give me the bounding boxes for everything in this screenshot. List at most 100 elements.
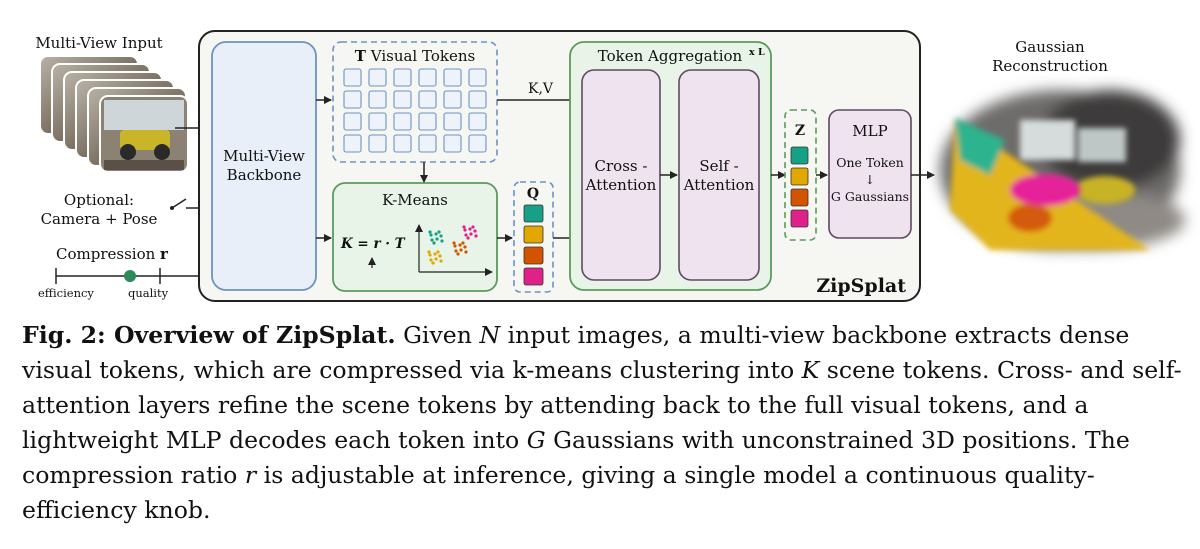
cluster-point — [454, 249, 458, 253]
visual-token — [418, 134, 437, 153]
mlp-box[interactable] — [828, 109, 912, 239]
visual-token-grid — [343, 68, 487, 153]
xl-label: x L — [749, 47, 765, 58]
visual-token — [343, 90, 362, 109]
mlp-one-token: One Token — [836, 155, 904, 170]
kmeans-formula: K = r · T — [340, 236, 406, 252]
backbone-label-1: Multi-View — [223, 147, 305, 165]
cluster-point — [468, 227, 472, 231]
caption-var-k: K — [801, 356, 820, 384]
optional-label: Optional: — [64, 191, 134, 209]
cluster-point — [464, 250, 468, 254]
cluster-point — [429, 258, 433, 262]
cluster-point — [471, 225, 475, 229]
input-label: Multi-View Input — [35, 34, 162, 52]
cluster-point — [461, 241, 465, 245]
q-token — [523, 246, 544, 265]
z-label: Z — [795, 123, 805, 139]
cluster-point — [432, 241, 436, 245]
input-image-stack — [39, 55, 189, 173]
efficiency-label: efficiency — [38, 286, 94, 300]
z-token — [790, 209, 809, 228]
cluster-point — [434, 257, 438, 261]
visual-token — [418, 90, 437, 109]
visual-tokens-box — [332, 41, 498, 163]
q-token — [523, 267, 544, 286]
visual-token — [468, 90, 487, 109]
cluster-point — [463, 228, 467, 232]
cluster-point — [453, 244, 457, 248]
cluster-point — [435, 237, 439, 241]
caption-title: Fig. 2: Overview of ZipSplat. — [22, 321, 396, 349]
camera-pose-label: Camera + Pose — [41, 210, 158, 228]
cluster-point — [463, 245, 467, 249]
visual-token — [468, 68, 487, 87]
cluster-point — [439, 234, 443, 238]
caption-text-3: scene tokens. Cross- and self-attention … — [22, 356, 1182, 454]
visual-token — [468, 134, 487, 153]
caption-var-r: r — [244, 461, 257, 489]
cluster-point — [431, 261, 435, 265]
visual-token — [393, 134, 412, 153]
slider-knob[interactable] — [124, 270, 136, 282]
backbone-box — [211, 41, 317, 291]
q-token — [523, 225, 544, 244]
visual-token — [368, 68, 387, 87]
visual-token — [393, 112, 412, 131]
cluster-point — [439, 259, 443, 263]
cluster-point — [430, 238, 434, 242]
visual-token — [443, 68, 462, 87]
self-attention-box[interactable] — [678, 69, 760, 281]
compression-slider[interactable] — [55, 268, 161, 284]
visual-token — [443, 134, 462, 153]
compression-label: Compression r — [56, 245, 169, 263]
visual-token — [418, 68, 437, 87]
cluster-point — [466, 236, 470, 240]
cluster-scatter — [427, 225, 478, 265]
cluster-point — [458, 243, 462, 247]
cluster-point — [459, 248, 463, 252]
mlp-label: MLP — [852, 122, 887, 140]
q-token-stack — [523, 204, 544, 286]
z-token — [790, 188, 809, 207]
mlp-g-gaussians: G Gaussians — [831, 189, 909, 204]
visual-token — [393, 90, 412, 109]
figure-caption: Fig. 2: Overview of ZipSplat. Given N in… — [22, 318, 1184, 528]
scatter-axes — [415, 224, 493, 276]
z-token — [790, 146, 809, 165]
quality-label: quality — [128, 286, 169, 300]
z-token — [790, 167, 809, 186]
cluster-point — [456, 252, 460, 256]
caption-text-5: is adjustable at inference, giving a sin… — [22, 461, 1095, 524]
cluster-point — [428, 230, 432, 234]
visual-token — [368, 90, 387, 109]
q-token — [523, 204, 544, 223]
cluster-point — [474, 234, 478, 238]
mlp-arrow: ↓ — [865, 172, 875, 187]
caption-text-1: Given — [395, 321, 480, 349]
q-box — [513, 181, 554, 293]
visual-token — [443, 90, 462, 109]
caption-var-g: G — [526, 426, 546, 454]
kmeans-label: K-Means — [382, 191, 448, 209]
backbone-label-2: Backbone — [227, 166, 302, 184]
visual-token — [368, 134, 387, 153]
cluster-point — [437, 230, 441, 234]
cluster-point — [464, 233, 468, 237]
visual-token — [343, 68, 362, 87]
cluster-point — [462, 225, 466, 229]
self-attention-label-2: Attention — [683, 176, 755, 194]
q-label: Q — [527, 186, 539, 202]
caption-var-n: N — [479, 321, 501, 349]
cross-attention-box[interactable] — [581, 69, 661, 281]
cluster-point — [433, 252, 437, 256]
self-attention-label-1: Self - — [699, 157, 738, 175]
caption-text-4: Gaussians with unconstrained 3D position… — [22, 426, 1130, 489]
cluster-point — [469, 232, 473, 236]
visual-token — [343, 134, 362, 153]
cluster-point — [440, 239, 444, 243]
cross-attention-label-2: Attention — [585, 176, 657, 194]
visual-token — [368, 112, 387, 131]
recon-label-1: Gaussian — [1015, 38, 1085, 56]
